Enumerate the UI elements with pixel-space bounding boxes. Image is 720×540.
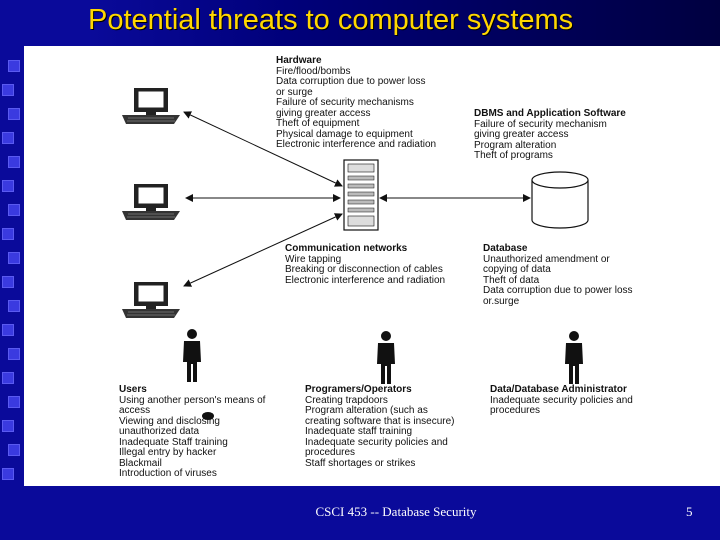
users-threats: Users Using another person's means of ac…: [119, 384, 266, 480]
programmers-threats: Programers/Operators Creating trapdoors …: [305, 384, 455, 469]
programmers-line: Staff shortages or strikes: [305, 457, 416, 469]
database-line: copying of data: [483, 264, 551, 275]
left-decoration-strip: [0, 0, 24, 540]
diagram-panel: Hardware Fire/flood/bombs Data corruptio…: [24, 46, 720, 486]
computer-terminal-icon: [122, 184, 180, 220]
person-icon: [183, 329, 201, 382]
dba-heading: Data/Database Administrator: [490, 384, 627, 395]
database-line: Theft of data: [483, 274, 540, 286]
hardware-line: giving greater access: [276, 107, 371, 119]
dbms-threats: DBMS and Application Software Failure of…: [474, 108, 626, 162]
database-line: Data corruption due to power loss: [483, 285, 633, 296]
communication-threats: Communication networks Wire tapping Brea…: [285, 243, 446, 286]
person-icon: [565, 331, 583, 384]
dbms-line: Program alteration: [474, 139, 557, 151]
decorative-square: [2, 276, 14, 288]
programmers-line: creating software that is insecure): [305, 415, 455, 427]
decorative-square: [8, 156, 20, 168]
hardware-line: Failure of security mechanisms: [276, 97, 414, 108]
decorative-square: [8, 204, 20, 216]
users-line: unauthorized data: [119, 426, 200, 437]
decorative-square: [2, 228, 14, 240]
hardware-line: or surge: [276, 86, 313, 98]
programmers-line: Inadequate security policies and: [305, 436, 448, 448]
title-band: [0, 0, 720, 46]
database-threats: Database Unauthorized amendment or copyi…: [483, 243, 633, 307]
dba-line: Inadequate security policies and: [490, 394, 633, 406]
decorative-square: [8, 396, 20, 408]
decorative-square: [8, 300, 20, 312]
decorative-square: [8, 108, 20, 120]
dbms-line: giving greater access: [474, 129, 569, 140]
communication-line: Wire tapping: [285, 253, 342, 265]
decorative-square: [2, 372, 14, 384]
users-line: Inadequate Staff training: [119, 436, 228, 448]
computer-terminal-icon: [122, 88, 180, 124]
slide-title: Potential threats to computer systems: [88, 4, 574, 36]
decorative-square: [2, 324, 14, 336]
decorative-square: [8, 444, 20, 456]
users-line: Viewing and disclosing: [119, 415, 220, 427]
users-heading: Users: [119, 384, 147, 395]
decorative-square: [2, 180, 14, 192]
decorative-square: [2, 420, 14, 432]
database-line: Unauthorized amendment or: [483, 253, 610, 265]
arrow-terminal3-server: [183, 213, 343, 287]
dbms-heading: DBMS and Application Software: [474, 108, 626, 119]
slide-footer: CSCI 453 -- Database Security 5: [0, 504, 720, 520]
programmers-line: Creating trapdoors: [305, 394, 388, 406]
database-heading: Database: [483, 243, 528, 254]
hardware-line: Physical damage to equipment: [276, 128, 413, 140]
communication-line: Electronic interference and radiation: [285, 274, 446, 286]
programmers-heading: Programers/Operators: [305, 384, 412, 395]
person-icon: [377, 331, 395, 384]
footer-course-title: CSCI 453 -- Database Security: [315, 504, 477, 519]
communication-heading: Communication networks: [285, 243, 408, 254]
ink-blot: [202, 412, 214, 420]
users-line: Blackmail: [119, 457, 162, 469]
users-line: Introduction of viruses: [119, 468, 217, 479]
server-tower-icon: [343, 159, 379, 231]
decorative-square: [2, 84, 14, 96]
hardware-line: Data corruption due to power loss: [276, 76, 426, 87]
decorative-square: [2, 132, 14, 144]
database-cylinder-icon: [531, 171, 589, 229]
hardware-line: Fire/flood/bombs: [276, 65, 351, 77]
decorative-square: [8, 252, 20, 264]
decorative-square: [8, 60, 20, 72]
users-line: Illegal entry by hacker: [119, 447, 217, 458]
dbms-line: Theft of programs: [474, 150, 553, 161]
dba-threats: Data/Database Administrator Inadequate s…: [490, 384, 633, 417]
dba-line: procedures: [490, 405, 541, 416]
arrow-terminal1-server: [183, 111, 343, 187]
users-line: Using another person's means of: [119, 394, 266, 406]
threat-diagram: [122, 88, 589, 420]
hardware-heading: Hardware: [276, 55, 322, 66]
programmers-line: procedures: [305, 447, 356, 458]
decorative-square: [8, 348, 20, 360]
computer-terminal-icon: [122, 282, 180, 318]
decorative-square: [2, 468, 14, 480]
database-line: or.surge: [483, 295, 520, 307]
hardware-line: Electronic interference and radiation: [276, 139, 437, 150]
programmers-line: Inadequate staff training: [305, 426, 413, 437]
hardware-line: Theft of equipment: [276, 118, 360, 129]
page-number: 5: [686, 504, 693, 519]
communication-line: Breaking or disconnection of cables: [285, 264, 443, 275]
dbms-line: Failure of security mechanism: [474, 118, 607, 130]
hardware-threats: Hardware Fire/flood/bombs Data corruptio…: [276, 55, 437, 151]
users-line: access: [119, 405, 151, 416]
programmers-line: Program alteration (such as: [305, 405, 428, 416]
